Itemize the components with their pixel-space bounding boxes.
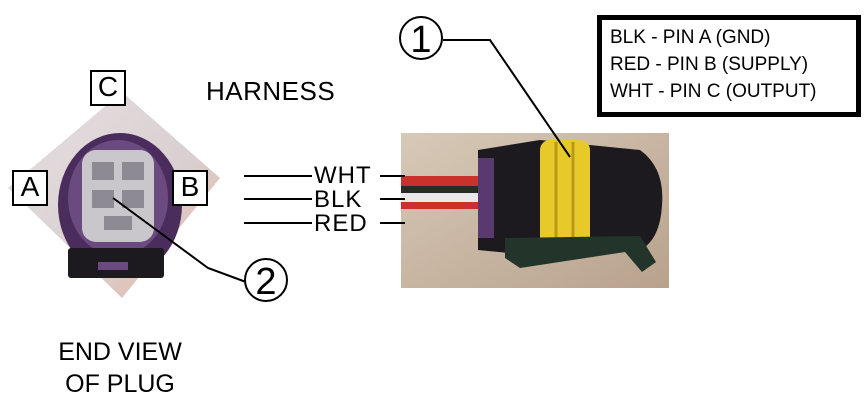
wire-pin-legend: BLK - PIN A (GND) RED - PIN B (SUPPLY) W… xyxy=(597,15,861,117)
plug-caption-line-2: OF PLUG xyxy=(30,368,210,400)
legend-item-blk: BLK - PIN A (GND) xyxy=(610,24,848,51)
legend-item-red: RED - PIN B (SUPPLY) xyxy=(610,51,848,78)
wire-label-wht: WHT xyxy=(312,164,374,188)
callout-2: 2 xyxy=(244,258,288,302)
pin-label-b: B xyxy=(172,170,208,206)
connector-photo xyxy=(401,133,669,288)
plug-caption: END VIEW OF PLUG xyxy=(30,336,210,400)
plug-caption-line-1: END VIEW xyxy=(30,336,210,368)
wire-label-blk: BLK xyxy=(312,188,364,212)
pin-label-c: C xyxy=(90,70,126,106)
legend-item-wht: WHT - PIN C (OUTPUT) xyxy=(610,78,848,105)
wire-label-red: RED xyxy=(312,212,370,236)
pin-label-a: A xyxy=(12,170,48,206)
callout-1: 1 xyxy=(399,16,443,60)
harness-label: HARNESS xyxy=(206,76,335,107)
